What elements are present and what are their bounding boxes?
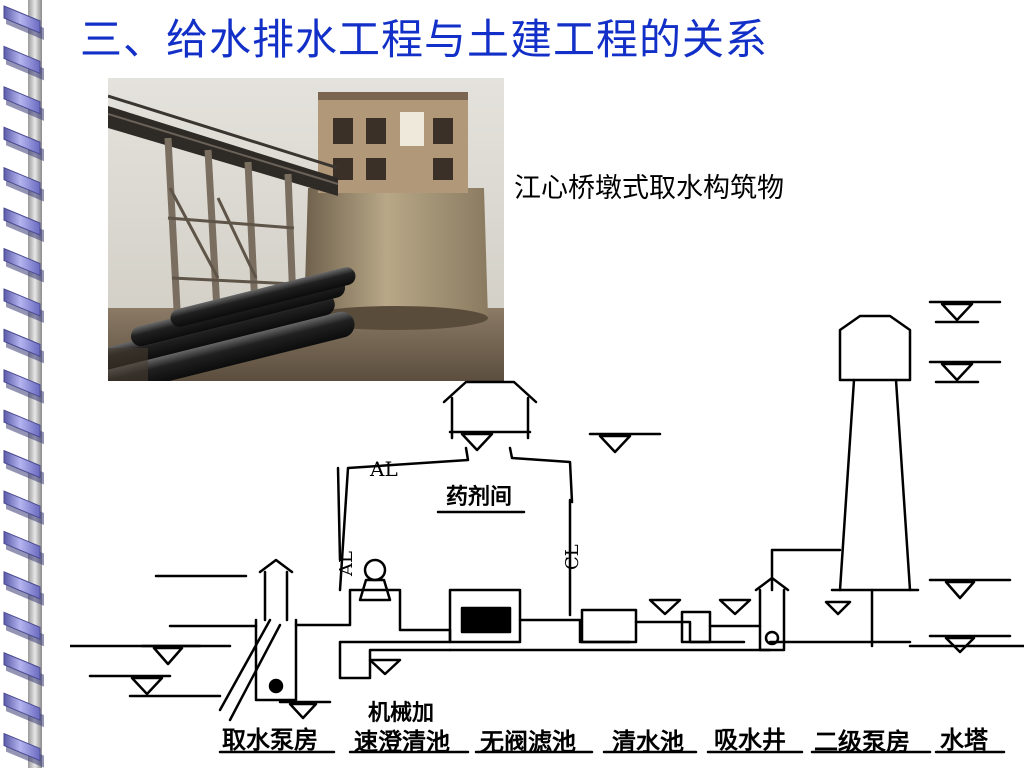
slide-title: 三、给水排水工程与土建工程的关系 — [80, 15, 769, 64]
station-label: 二级泵房 — [814, 727, 910, 756]
water-tower — [830, 314, 920, 648]
mechanical-label: 机械加 — [368, 700, 434, 726]
binding-ring — [3, 5, 41, 34]
station-labels: 取水泵房 速澄清池 无阀滤池 清水池 吸水井 二级泵房 水塔 — [222, 725, 989, 756]
binding-ring — [3, 126, 41, 156]
photo-caption: 江心桥墩式取水构筑物 — [514, 173, 784, 204]
valveless-filter — [448, 588, 632, 644]
spiral-binding — [0, 0, 62, 768]
binding-ring — [3, 490, 41, 519]
station-label: 水塔 — [940, 725, 989, 754]
station-label: 速澄清池 — [354, 727, 450, 756]
binding-ring — [3, 651, 41, 681]
binding-ring — [3, 207, 41, 236]
binding-ring — [3, 288, 41, 317]
intake-structure-photo — [91, 78, 504, 395]
ground-lines — [70, 624, 1024, 698]
binding-ring — [3, 86, 41, 115]
chemical-building-label: 药剂间 — [446, 484, 512, 510]
station-label: 取水泵房 — [222, 725, 318, 754]
binding-ring — [3, 45, 41, 75]
binding-ring — [3, 369, 41, 398]
pipe-label-al-top: AL — [369, 457, 398, 481]
binding-ring — [3, 449, 41, 479]
binding-ring — [3, 166, 41, 196]
station-label: 吸水井 — [714, 725, 786, 754]
clear-water-tank — [580, 608, 746, 644]
binding-ring — [3, 530, 41, 560]
binding-ring — [3, 328, 41, 358]
water-supply-process-diagram: AL AL CL 药剂间 机械加 取水泵房 速澄清池 无阀滤池 清水池 吸水井 … — [70, 300, 1024, 756]
binding-ring — [3, 692, 41, 721]
binding-ring — [3, 732, 41, 762]
suction-well — [680, 610, 762, 644]
binding-ring — [3, 571, 41, 600]
station-label: 无阀滤池 — [480, 727, 576, 756]
station-label: 清水池 — [612, 727, 684, 756]
binding-ring — [3, 409, 41, 438]
station-underlines — [218, 510, 1006, 754]
pipe-label-cl-side: CL — [562, 544, 583, 570]
binding-ring — [3, 247, 41, 277]
secondary-pump-house — [754, 548, 842, 652]
water-level-markers — [88, 300, 1012, 720]
binding-rings-graphic — [3, 0, 44, 768]
pipe-label-al-side: AL — [336, 551, 357, 577]
intake-pump-house — [218, 558, 298, 722]
chemical-building-outline — [336, 380, 574, 617]
binding-ring — [3, 611, 41, 641]
